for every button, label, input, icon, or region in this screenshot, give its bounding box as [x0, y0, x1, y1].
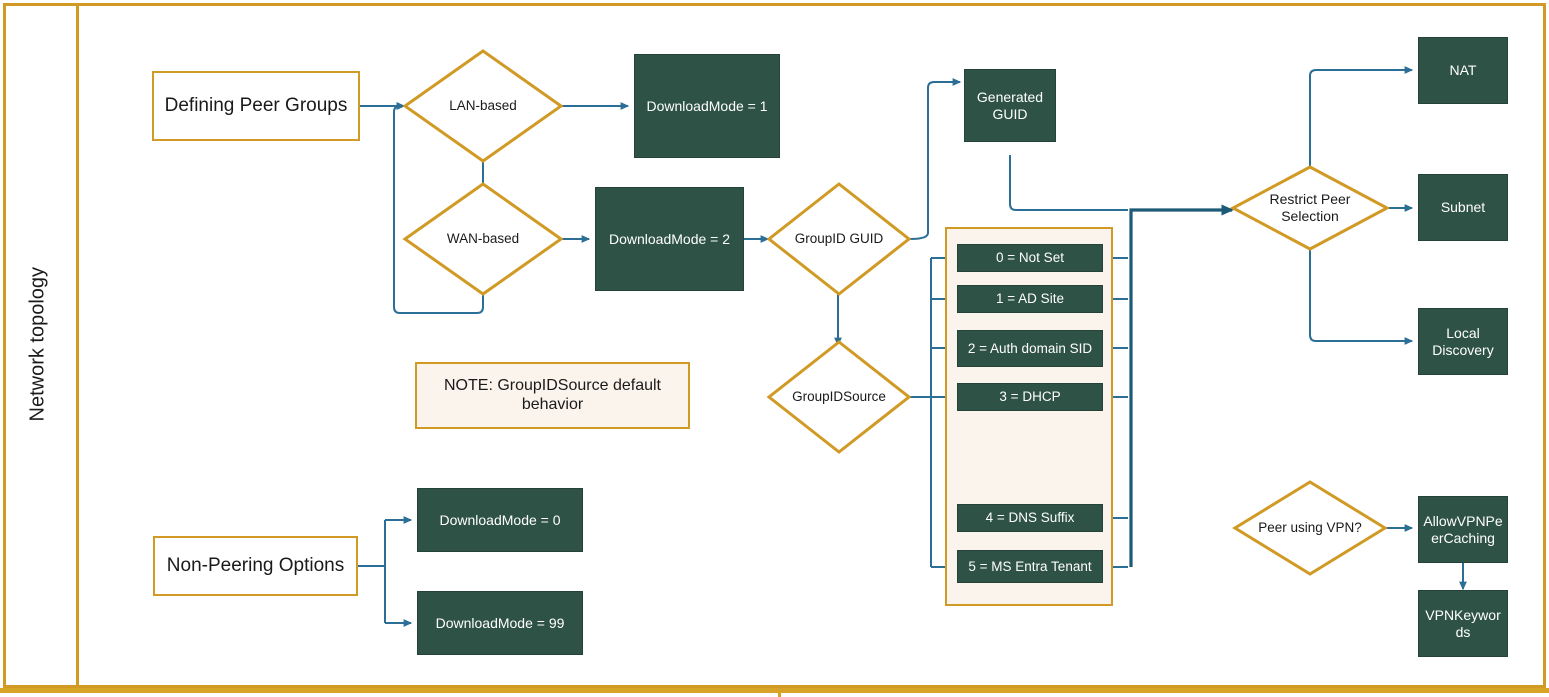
decision-groupid-guid[interactable]: GroupID GUID [766, 182, 912, 296]
option-groupidsource-3[interactable]: 3 = DHCP [957, 383, 1103, 411]
entry-non-peering-options[interactable]: Non-Peering Options [153, 536, 358, 596]
frame-column-divider-left [76, 3, 79, 685]
generated-guid-line2: GUID [992, 105, 1028, 122]
decision-wan-based[interactable]: WAN-based [402, 182, 564, 296]
row-label-network-topology: Network topology [26, 266, 49, 422]
lan-based-shape [402, 49, 564, 163]
restrict-peer-selection-shape [1229, 165, 1391, 251]
node-generated-guid[interactable]: Generated GUID [964, 69, 1056, 142]
option-groupidsource-4[interactable]: 4 = DNS Suffix [957, 504, 1103, 532]
node-downloadmode-2[interactable]: DownloadMode = 2 [595, 187, 744, 291]
decision-groupid-source[interactable]: GroupIDSource [766, 340, 912, 454]
outcome-subnet[interactable]: Subnet [1418, 174, 1508, 241]
node-downloadmode-1[interactable]: DownloadMode = 1 [634, 54, 780, 158]
node-downloadmode-0[interactable]: DownloadMode = 0 [417, 488, 583, 552]
decision-peer-using-vpn[interactable]: Peer using VPN? [1232, 480, 1388, 576]
wan-based-shape [402, 182, 564, 296]
decision-restrict-peer-selection[interactable]: Restrict Peer Selection [1229, 165, 1391, 251]
option-groupidsource-1[interactable]: 1 = AD Site [957, 285, 1103, 313]
option-groupidsource-5[interactable]: 5 = MS Entra Tenant [957, 550, 1103, 583]
allowvpnpeercaching-line2: erCaching [1431, 529, 1495, 546]
groupid-source-shape [766, 340, 912, 454]
vpnkeywords-line2: ds [1455, 623, 1471, 640]
option-groupidsource-0[interactable]: 0 = Not Set [957, 244, 1103, 272]
generated-guid-line1: Generated [976, 88, 1044, 105]
option-groupidsource-2[interactable]: 2 = Auth domain SID [957, 330, 1103, 367]
node-downloadmode-99[interactable]: DownloadMode = 99 [417, 591, 583, 655]
local-discovery-line1: Local [1446, 324, 1480, 341]
decision-lan-based[interactable]: LAN-based [402, 49, 564, 163]
diagram-frame [3, 3, 1546, 688]
groupid-guid-shape [766, 182, 912, 296]
allowvpnpeercaching-line1: AllowVPNPe [1423, 512, 1503, 529]
frame-bottom-bar [0, 688, 1549, 693]
peer-using-vpn-shape [1232, 480, 1388, 576]
entry-defining-peer-groups[interactable]: Defining Peer Groups [152, 71, 360, 141]
node-vpnkeywords[interactable]: VPNKeywor ds [1418, 590, 1508, 657]
vpnkeywords-line1: VPNKeywor [1425, 606, 1501, 623]
outcome-local-discovery[interactable]: Local Discovery [1418, 308, 1508, 375]
frame-bottom-tick-center [778, 688, 781, 697]
local-discovery-line2: Discovery [1432, 341, 1494, 358]
node-allowvpnpeercaching[interactable]: AllowVPNPe erCaching [1418, 496, 1508, 563]
outcome-nat[interactable]: NAT [1418, 37, 1508, 104]
note-groupidsource-default-behavior: NOTE: GroupIDSource default behavior [415, 362, 690, 429]
